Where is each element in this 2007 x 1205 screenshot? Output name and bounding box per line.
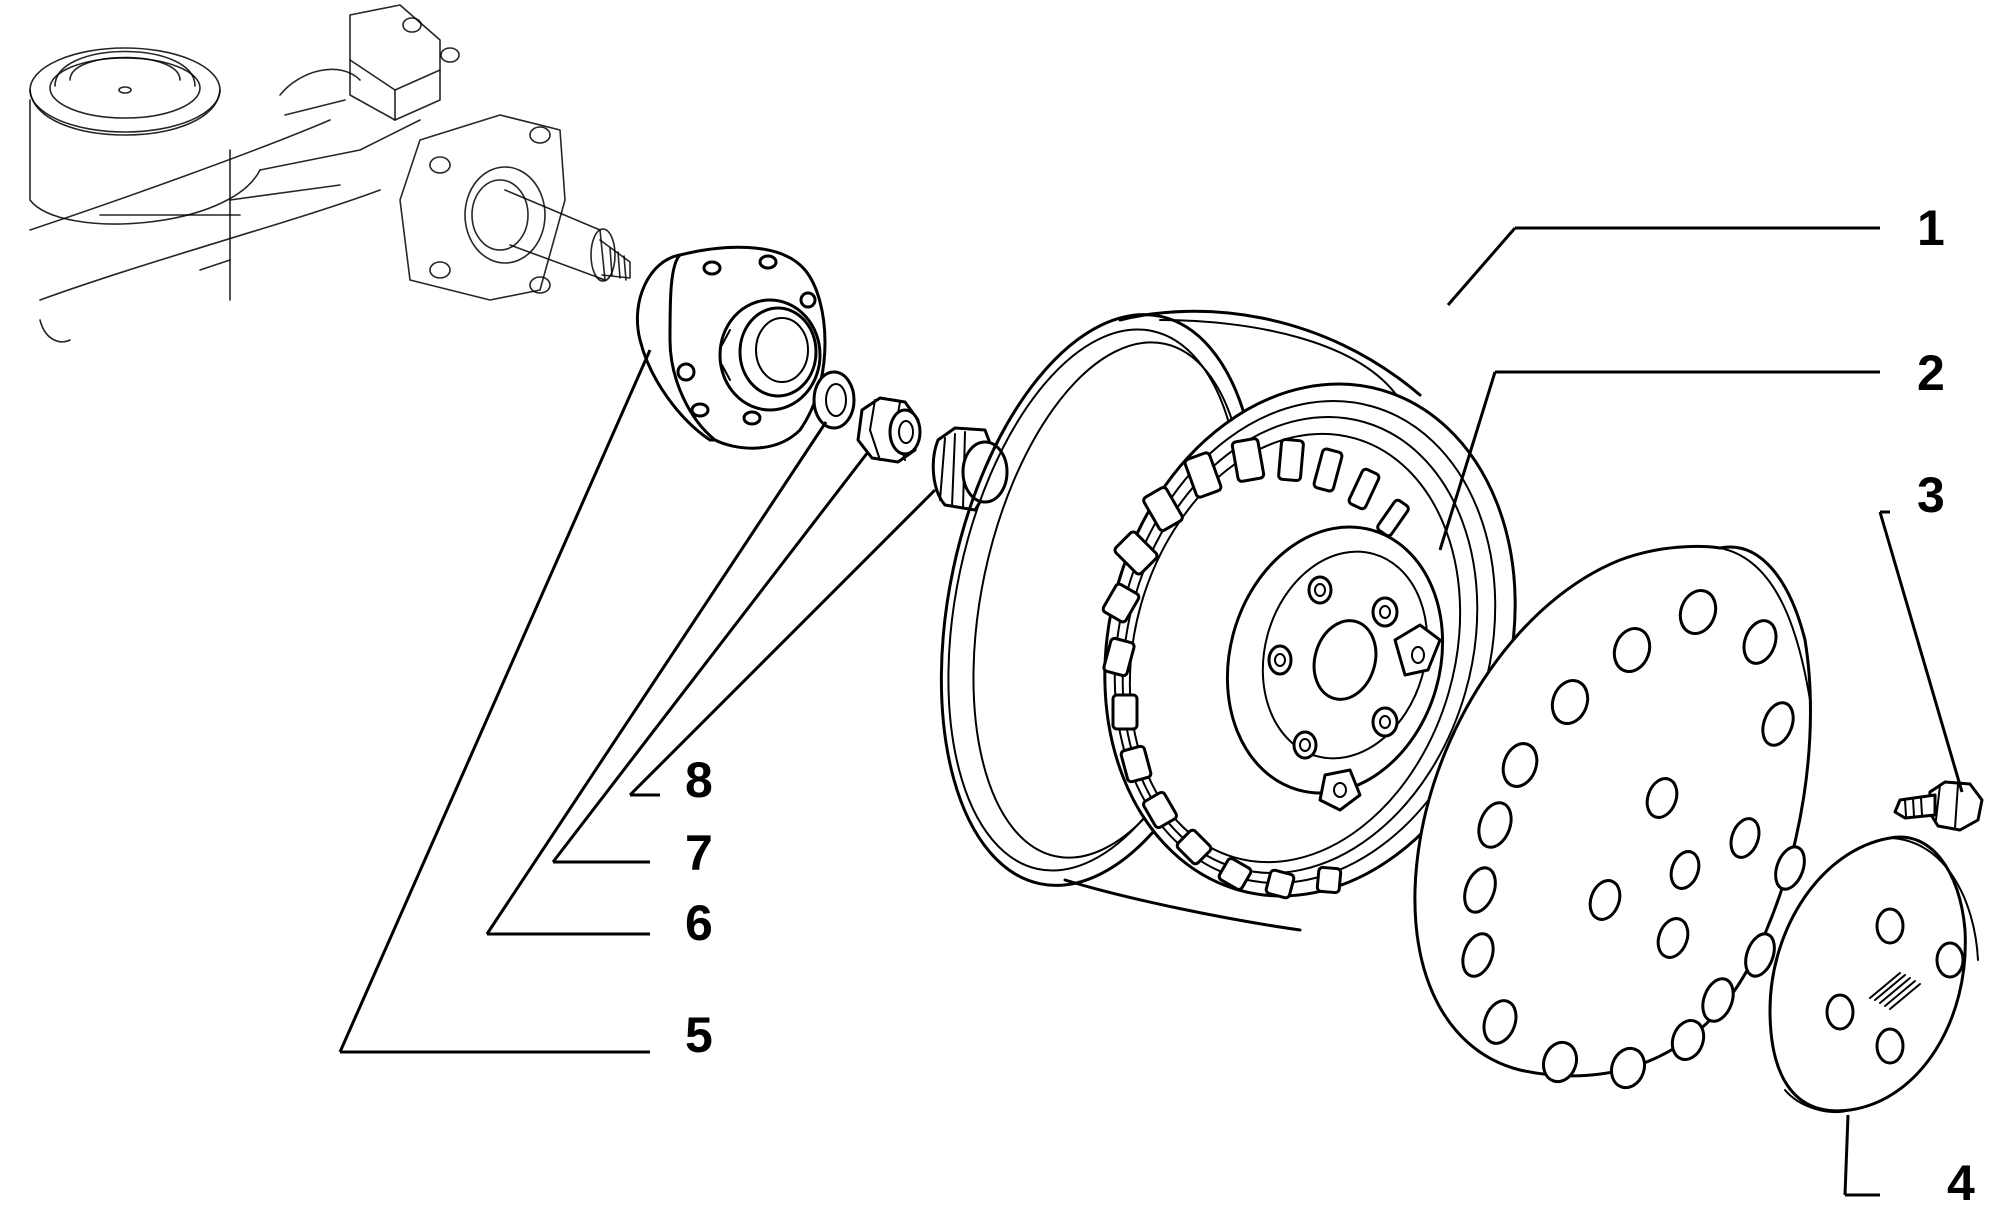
dust-cap: [931, 426, 1009, 512]
wheel-hub: [635, 245, 827, 450]
leader-5: [338, 349, 652, 1054]
leader-4: [1843, 1114, 1880, 1197]
wheel-cover: [1413, 544, 1812, 1090]
wheel-rim: [939, 309, 1517, 932]
leader-lines: [338, 226, 1964, 1197]
leader-8: [628, 488, 937, 797]
callout-2: 2: [1917, 345, 1945, 401]
callout-7: 7: [685, 825, 713, 881]
cover-vent-holes: [1461, 589, 1806, 1090]
suspension-axle-assembly: [29, 4, 631, 343]
callout-5: 5: [685, 1007, 713, 1063]
leader-6: [485, 421, 828, 936]
leader-1: [1446, 226, 1880, 306]
leader-7: [551, 451, 870, 864]
callout-1: 1: [1917, 200, 1945, 256]
callout-labels: 1 2 3 4 5 6 7 8: [685, 200, 1975, 1205]
leader-2: [1438, 370, 1880, 551]
leader-3: [1878, 510, 1964, 793]
callout-6: 6: [685, 895, 713, 951]
hub-nut: [856, 396, 922, 464]
center-cap: [1768, 835, 1979, 1113]
callout-8: 8: [685, 752, 713, 808]
callout-3: 3: [1917, 467, 1945, 523]
rim-ventilation-slots: [1101, 437, 1410, 900]
brand-logo-icon: [1869, 972, 1921, 1010]
rim-bolt-holes: [1267, 575, 1399, 760]
washer: [812, 370, 856, 430]
callout-4: 4: [1947, 1155, 1975, 1205]
cover-screw: [1893, 780, 1984, 832]
